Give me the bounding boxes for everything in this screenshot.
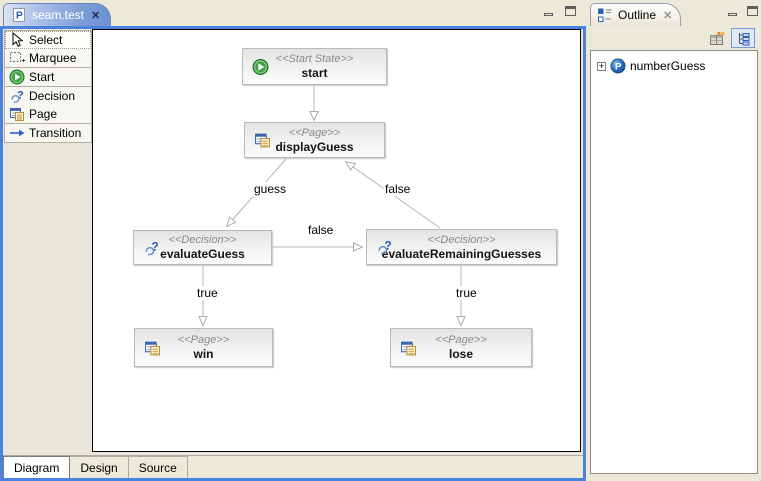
palette-item-label: Page — [29, 107, 58, 121]
tree-view-icon — [738, 31, 750, 46]
page-icon — [255, 133, 270, 148]
start-icon — [252, 58, 269, 75]
outline-tree: + numberGuess — [590, 50, 758, 474]
marquee-icon — [10, 52, 25, 63]
diagram-canvas[interactable]: guess false false true true <<Start Stat… — [92, 29, 581, 452]
edge-label-true-win[interactable]: true — [196, 286, 219, 300]
edge-label-guess[interactable]: guess — [253, 182, 288, 196]
pageflow-node-icon — [610, 58, 626, 74]
outline-tab-title: Outline — [618, 8, 657, 22]
node-evaluateGuess[interactable]: <<Decision>> evaluateGuess — [133, 230, 272, 265]
node-name: evaluateRemainingGuesses — [381, 246, 542, 261]
palette-item-transition[interactable]: Transition — [5, 124, 91, 142]
tree-mode-button[interactable] — [731, 28, 755, 48]
node-stereotype: <<Decision>> — [427, 233, 496, 246]
node-name: evaluateGuess — [160, 247, 245, 261]
close-icon[interactable]: ✕ — [91, 9, 101, 22]
node-name: start — [301, 66, 328, 80]
node-stereotype: <<Page>> — [435, 334, 487, 346]
node-stereotype: <<Start State>> — [275, 53, 354, 65]
page-icon — [10, 108, 24, 121]
node-name: displayGuess — [275, 139, 354, 154]
minimize-icon[interactable] — [544, 13, 553, 16]
palette-item-label: Marquee — [29, 51, 77, 65]
expand-icon[interactable]: + — [597, 60, 606, 71]
select-icon — [12, 32, 23, 47]
node-start[interactable]: <<Start State>> start — [242, 48, 387, 85]
palette-item-label: Transition — [29, 126, 82, 140]
node-lose[interactable]: <<Page>> lose — [390, 328, 532, 367]
outline-window-controls — [728, 5, 758, 16]
editor-tabbar: seam.test ✕ — [0, 0, 586, 26]
edge-label-true-lose[interactable]: true — [455, 286, 478, 300]
node-stereotype: <<Decision>> — [168, 234, 237, 246]
tab-seam-test[interactable]: seam.test ✕ — [3, 3, 112, 26]
editor-mode-tabs: Diagram Design Source — [3, 455, 583, 478]
decision-icon — [378, 238, 393, 256]
decision-icon — [145, 239, 160, 256]
palette-item-start[interactable]: Start — [5, 68, 91, 86]
palette-item-select[interactable]: Select — [5, 31, 91, 49]
node-stereotype: <<Page>> — [288, 126, 341, 139]
pageflow-file-icon — [13, 8, 25, 22]
decision-icon — [11, 88, 25, 104]
start-icon — [9, 69, 25, 85]
node-win[interactable]: <<Page>> win — [134, 328, 273, 367]
outline-toolbar — [588, 26, 758, 50]
node-name: lose — [448, 347, 473, 361]
palette-item-page[interactable]: Page — [5, 105, 91, 123]
transition-icon — [9, 128, 25, 138]
editor-body: Select Marquee Start Decision — [0, 26, 586, 481]
outline-view: Outline ✕ + numberGuess — [588, 0, 761, 481]
node-stereotype: <<Page>> — [177, 334, 230, 346]
outline-tabbar: Outline ✕ — [588, 0, 761, 26]
palette-item-label: Select — [29, 33, 63, 47]
palette-item-decision[interactable]: Decision — [5, 87, 91, 105]
minimize-icon[interactable] — [728, 13, 737, 16]
tab-source[interactable]: Source — [128, 456, 188, 478]
palette-separator — [5, 67, 91, 68]
editor-tab-title: seam.test — [32, 8, 85, 22]
edge-label-false-return[interactable]: false — [384, 182, 412, 196]
palette: Select Marquee Start Decision — [4, 30, 92, 143]
close-icon[interactable]: ✕ — [663, 9, 673, 22]
edge-label-false[interactable]: false — [307, 223, 335, 237]
tree-item-label: numberGuess — [630, 59, 706, 73]
overview-icon — [710, 31, 725, 45]
palette-separator — [5, 86, 91, 87]
page-icon — [145, 341, 160, 355]
palette-item-marquee[interactable]: Marquee — [5, 49, 91, 67]
palette-item-label: Decision — [29, 89, 76, 103]
page-icon — [401, 341, 416, 355]
outline-icon — [597, 7, 613, 23]
tab-outline[interactable]: Outline ✕ — [590, 3, 682, 26]
editor-part: seam.test ✕ Select Marquee — [0, 0, 586, 481]
palette-item-label: Start — [29, 70, 55, 84]
node-displayGuess[interactable]: <<Page>> displayGuess — [244, 122, 385, 158]
node-name: win — [193, 347, 214, 361]
maximize-icon[interactable] — [747, 5, 758, 16]
node-evaluateRemainingGuesses[interactable]: <<Decision>> evaluateRemainingGuesses — [366, 229, 557, 265]
overview-mode-button[interactable] — [705, 28, 729, 48]
tab-design[interactable]: Design — [70, 456, 129, 478]
editor-window-controls — [544, 5, 576, 16]
tree-item-numberGuess[interactable]: + numberGuess — [597, 58, 757, 74]
palette-separator — [5, 123, 91, 124]
tab-diagram[interactable]: Diagram — [3, 456, 71, 478]
maximize-icon[interactable] — [565, 5, 576, 16]
